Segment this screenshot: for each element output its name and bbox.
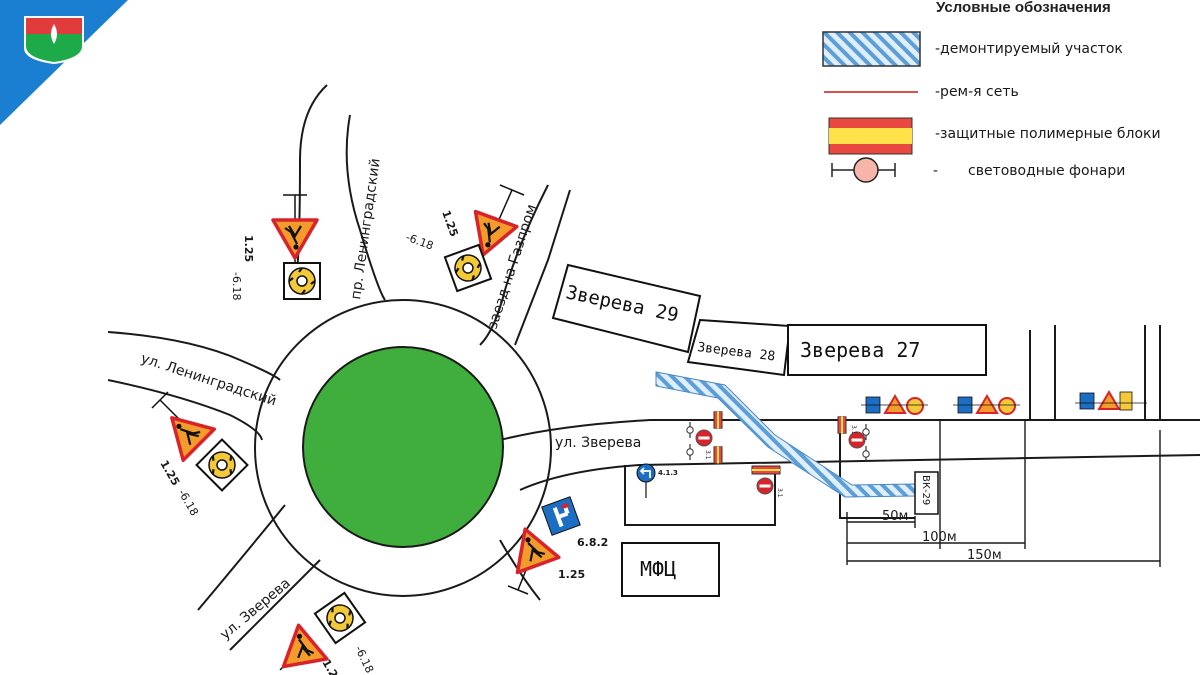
light-lamp-icon [853, 157, 879, 183]
roundabout-ring [254, 299, 552, 597]
sign-code-roadwork: 1.25 [242, 235, 255, 262]
roundabout-sign-icon [313, 591, 367, 645]
zvereva-work-zone: 4.1.3 3.1 3.1 3.1 [636, 390, 1147, 498]
roundabout [254, 299, 552, 597]
well-vk29-label: ВК-29 [920, 475, 931, 505]
sign-code-no-entry-2: 3.1 [776, 488, 783, 498]
dimension-100m: 100м [922, 530, 957, 545]
sign-group-leningradsky-prospekt: 1.25 -6.18 [230, 194, 322, 301]
protective-block [713, 446, 723, 464]
sign-code-roundabout: -6.18 [175, 487, 200, 518]
light-lamp-icon [686, 443, 694, 461]
turn-left-sign-icon [636, 463, 656, 483]
well-vk29 [914, 471, 939, 515]
road-works-sign-icon [271, 218, 319, 260]
legend-label-blocks: -защитные полимерные блоки [935, 126, 1161, 142]
dimension-lines [846, 420, 1161, 567]
sign-code-road-end: 6.8.2 [577, 536, 608, 549]
building-zvereva27 [787, 324, 987, 376]
roundabout-sign-icon [195, 438, 249, 492]
sign-code-roundabout: -6.18 [404, 231, 435, 253]
legend-label-repair: -рем-я сеть [935, 84, 1019, 100]
protective-block [837, 416, 847, 434]
building-zvereva28 [686, 318, 792, 377]
no-entry-sign-icon [695, 429, 713, 447]
protective-block [751, 465, 781, 475]
legend-swatch-blocks [828, 117, 913, 155]
roundabout-sign-icon [282, 261, 322, 301]
logo-banner [0, 0, 128, 125]
sign-code-roadwork: 1.25 [439, 209, 460, 239]
sign-code-turn: 4.1.3 [658, 469, 678, 477]
building-mfc [621, 542, 720, 597]
municipal-emblem-icon [24, 16, 84, 64]
no-entry-sign-icon [756, 477, 774, 495]
legend-label-dismantled: -демонтируемый участок [935, 41, 1123, 57]
legend-swatch-dismantled [822, 31, 921, 67]
road-network [107, 84, 1200, 651]
light-lamp-icon [686, 421, 694, 439]
building-mfc-label: МФЦ [640, 557, 676, 581]
buildings: Зверева 29 Зверева 28 Зверева 27 МФЦ ВК-… [551, 263, 987, 597]
street-label-leningradsky-prospekt: пр. Ленинградский [348, 157, 384, 300]
sign-code-roadwork: 1.25 [157, 458, 182, 488]
sign-cluster-2 [953, 394, 1020, 415]
building-zvereva29 [551, 263, 702, 354]
turn-sign-group: 4.1.3 [636, 463, 678, 498]
legend-label-lamps: световодные фонари [968, 163, 1125, 179]
sign-cluster-3 [1075, 390, 1147, 411]
light-lamp-icon [862, 445, 870, 463]
legend: Условные обозначения -демонтируемый учас… [822, 0, 1161, 183]
sign-cluster-1 [861, 394, 928, 415]
sign-group-zvereva-bottom: 1.25 -6.18 [275, 591, 376, 675]
road-works-sign-icon [275, 619, 329, 669]
sign-group-leningradsky-ulitsa: 1.25 -6.18 [151, 391, 249, 518]
legend-swatch-lamps [831, 157, 896, 183]
road-end-sign-icon [541, 496, 581, 536]
roundabout-island [302, 346, 504, 548]
sign-code-roundabout: -6.18 [230, 272, 243, 300]
sign-group-zvereva-exit: 6.8.2 1.25 [502, 496, 608, 595]
building-zvereva27-label: Зверева 27 [800, 338, 920, 362]
road-works-sign-icon [154, 400, 217, 463]
sign-code-no-entry-1: 3.1 [704, 450, 711, 460]
legend-label-lamps-dash: - [933, 163, 938, 179]
street-label-zvereva-top: ул. Зверева [555, 435, 641, 451]
sign-code-roundabout: -6.18 [352, 644, 376, 675]
dimension-50m: 50м [882, 509, 908, 524]
dimension-150m: 150м [967, 548, 1002, 563]
legend-title: Условные обозначения [936, 0, 1111, 16]
street-label-zvereva-bottom: ул. Зверева [217, 575, 293, 643]
dimension-labels: 50м 100м 150м [882, 509, 1002, 563]
dismantled-section [655, 371, 916, 498]
sign-code-roadwork: 1.25 [558, 568, 585, 581]
protective-block [713, 411, 723, 429]
sign-code-no-entry-3: 3.1 [850, 425, 857, 435]
